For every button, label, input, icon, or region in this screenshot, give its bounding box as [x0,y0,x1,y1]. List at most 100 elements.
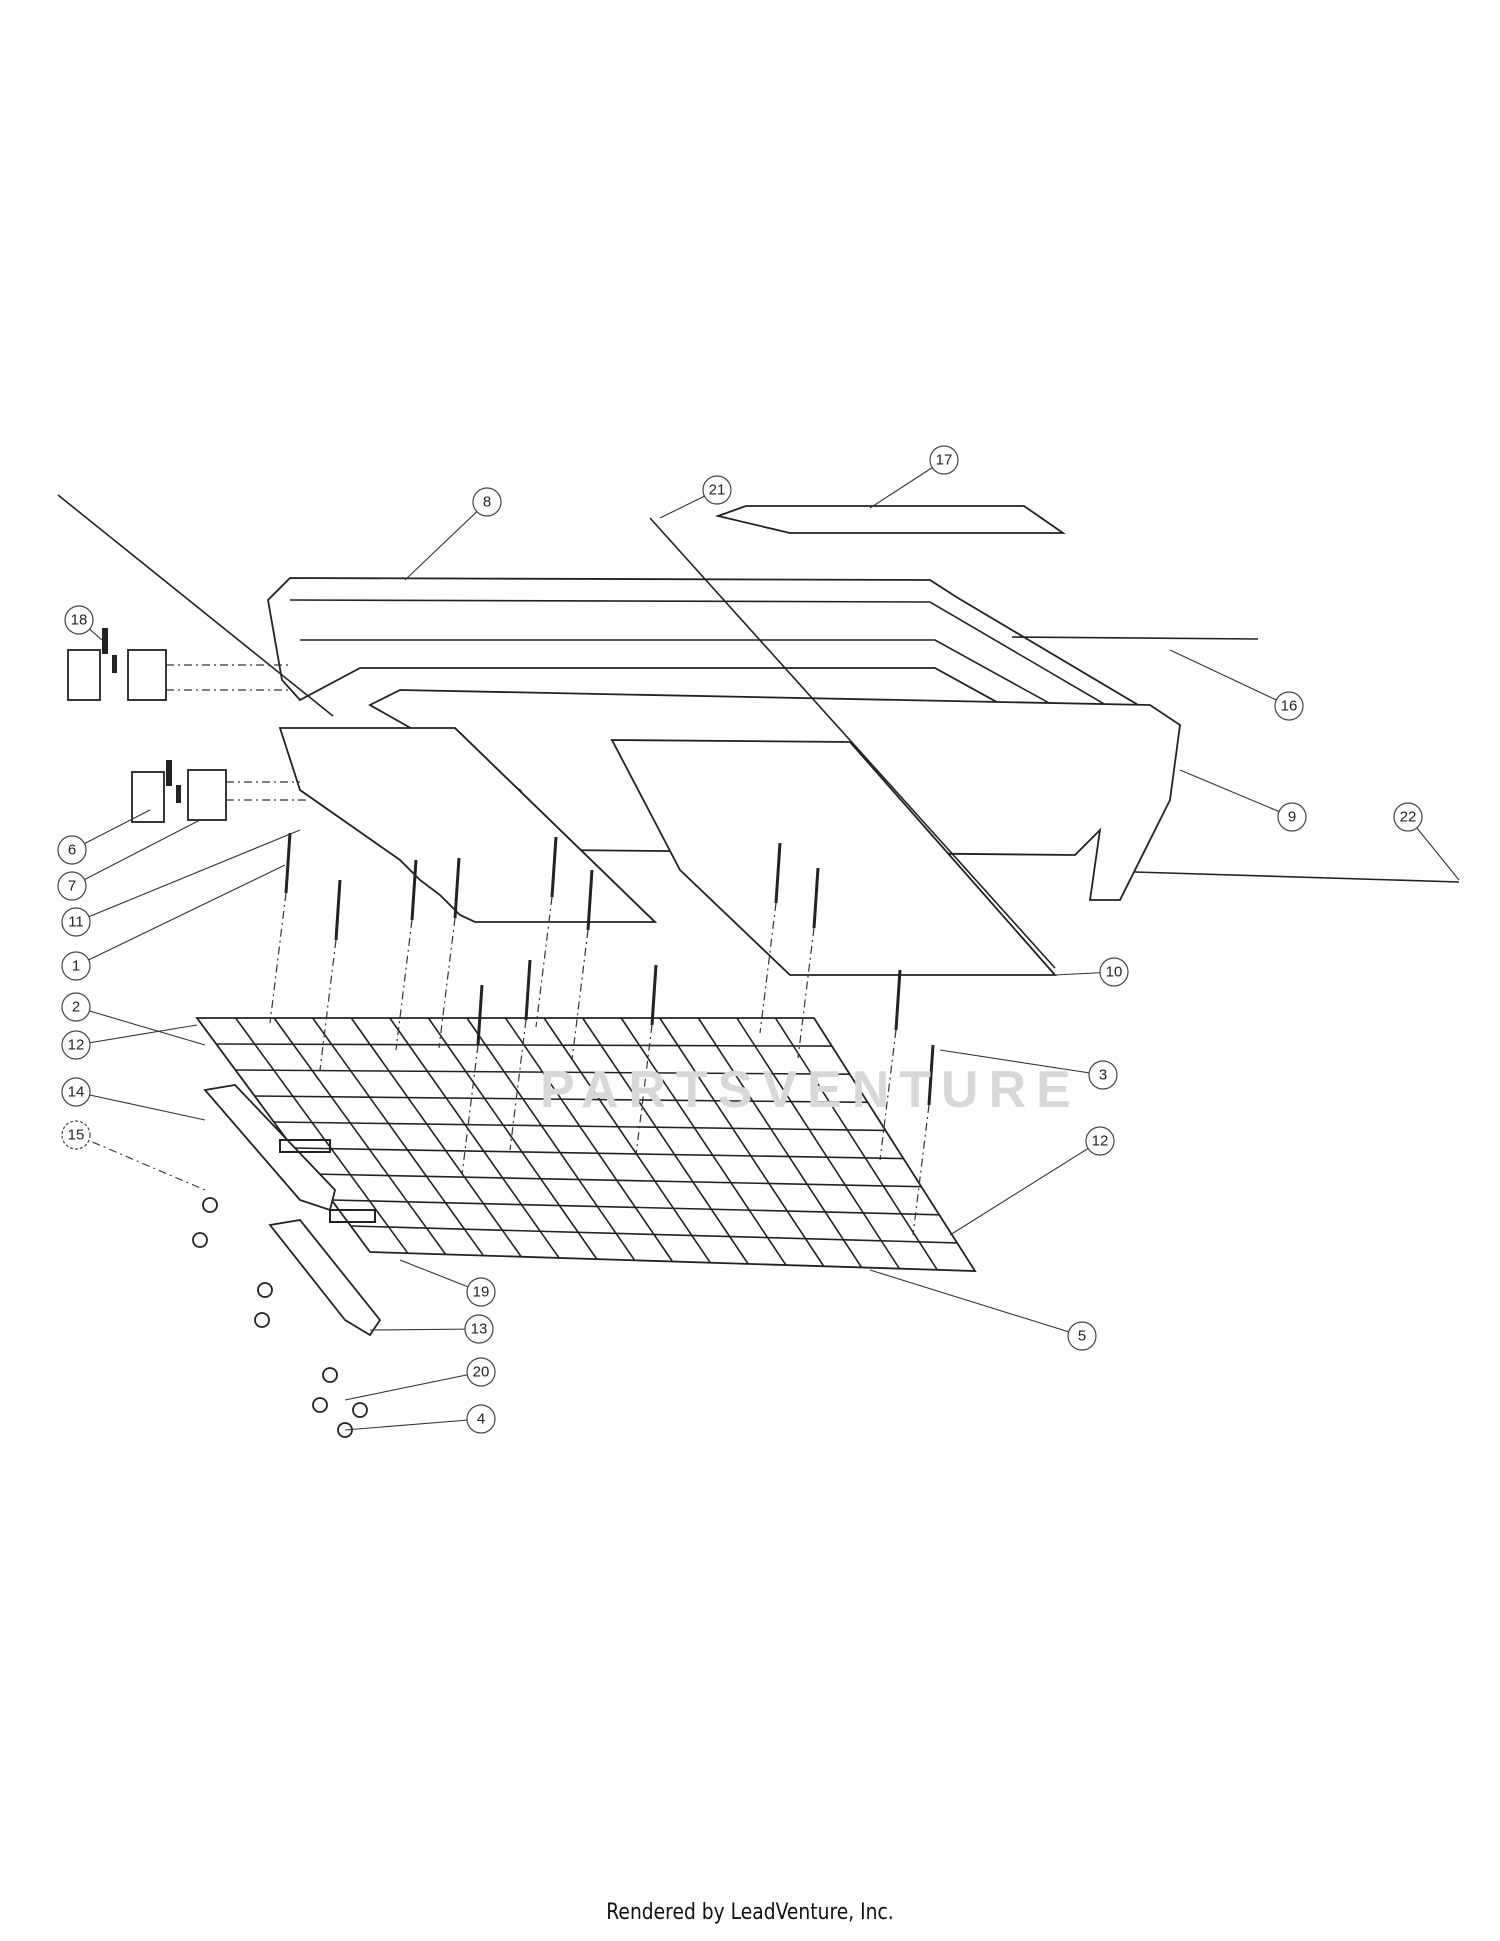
leader-line [75,1134,206,1191]
callout-4[interactable]: 4 [466,1404,496,1434]
callout-label: 15 [68,1127,85,1144]
leader-line [75,1006,206,1046]
callout-label: 21 [709,482,726,499]
callout-14[interactable]: 14 [61,1077,91,1107]
grid-line [581,1017,749,1265]
callout-label: 13 [471,1321,488,1338]
callout-19[interactable]: 19 [466,1277,496,1307]
callout-21[interactable]: 21 [702,475,732,505]
callout-label: 1 [72,958,80,975]
latch-parts [67,628,310,823]
callout-15[interactable]: 15 [61,1120,91,1150]
callout-16[interactable]: 16 [1274,691,1304,721]
callout-label: 7 [68,878,76,895]
assembly-line [879,1029,897,1161]
callout-17[interactable]: 17 [929,445,959,475]
grid-line [273,1121,886,1132]
callout-label: 14 [68,1084,85,1101]
grid-line [216,1043,832,1047]
callout-label: 16 [1281,698,1298,715]
callout-label: 6 [68,842,76,859]
callout-label: 11 [68,914,84,931]
callout-20[interactable]: 20 [466,1357,496,1387]
callout-11[interactable]: 11 [61,907,91,937]
grid-line [389,1017,560,1259]
callout-5[interactable]: 5 [1067,1321,1097,1351]
callout-label: 19 [473,1284,490,1301]
grid-line [312,1173,922,1188]
leader-line [869,459,945,509]
assembly-line [395,919,413,1051]
screw [586,869,594,931]
leader-line [71,809,151,851]
grid-line [774,1017,938,1271]
callout-18[interactable]: 18 [64,605,94,635]
callout-12[interactable]: 12 [1085,1126,1115,1156]
screw [476,984,484,1046]
callout-1[interactable]: 1 [61,951,91,981]
callout-8[interactable]: 8 [472,487,502,517]
callout-2[interactable]: 2 [61,992,91,1022]
assembly-line [912,1104,930,1236]
assembly-line [571,929,589,1061]
rods [57,494,1460,969]
callout-label: 3 [1099,1067,1107,1084]
callout-6[interactable]: 6 [57,835,87,865]
assembly-line [461,1044,479,1176]
callout-22[interactable]: 22 [1393,802,1423,832]
grid-line [331,1199,940,1216]
grid-line [273,1017,447,1255]
grid-line [312,1017,485,1257]
callout-9[interactable]: 9 [1277,802,1307,832]
screw [410,859,418,921]
callout-label: 10 [1106,964,1123,981]
grid-line [350,1017,522,1258]
nut [202,1197,218,1213]
leader-line [939,1049,1104,1076]
callout-label: 22 [1400,809,1417,826]
floor-grid [195,1017,977,1272]
nut [257,1282,273,1298]
assembly-line [438,917,456,1049]
callout-10[interactable]: 10 [1099,957,1129,987]
screw [894,969,902,1031]
callout-3[interactable]: 3 [1088,1060,1118,1090]
callout-label: 9 [1288,809,1296,826]
callout-label: 5 [1078,1328,1086,1345]
leader-line [344,1371,482,1401]
leader-line [75,829,301,923]
callout-label: 18 [71,612,88,629]
assembly-line [319,939,337,1071]
callout-label: 12 [1092,1133,1109,1150]
lower-rails [203,1084,382,1337]
screw [774,842,782,904]
nut [322,1367,338,1383]
screw [524,959,532,1021]
leader-line [71,819,201,887]
assembly-line [635,1024,653,1156]
grid-line [427,1017,598,1260]
grid-line [466,1017,636,1261]
fasteners [192,832,935,1438]
screw [550,836,558,898]
screw [650,964,658,1026]
grid-line [350,1225,958,1244]
grid-line [620,1017,787,1266]
callout-label: 8 [483,494,491,511]
callout-12[interactable]: 12 [61,1030,91,1060]
leader-line [949,1140,1101,1236]
callout-label: 2 [72,999,80,1016]
callout-13[interactable]: 13 [464,1314,494,1344]
assembly-line [535,896,553,1028]
nut [254,1312,270,1328]
grid-line [659,1017,825,1267]
callout-7[interactable]: 7 [57,871,87,901]
leader-line [869,1269,1083,1337]
leader-line [344,1418,482,1431]
screw [284,832,292,894]
leader-line [1179,769,1293,818]
grid-line [235,1069,850,1076]
